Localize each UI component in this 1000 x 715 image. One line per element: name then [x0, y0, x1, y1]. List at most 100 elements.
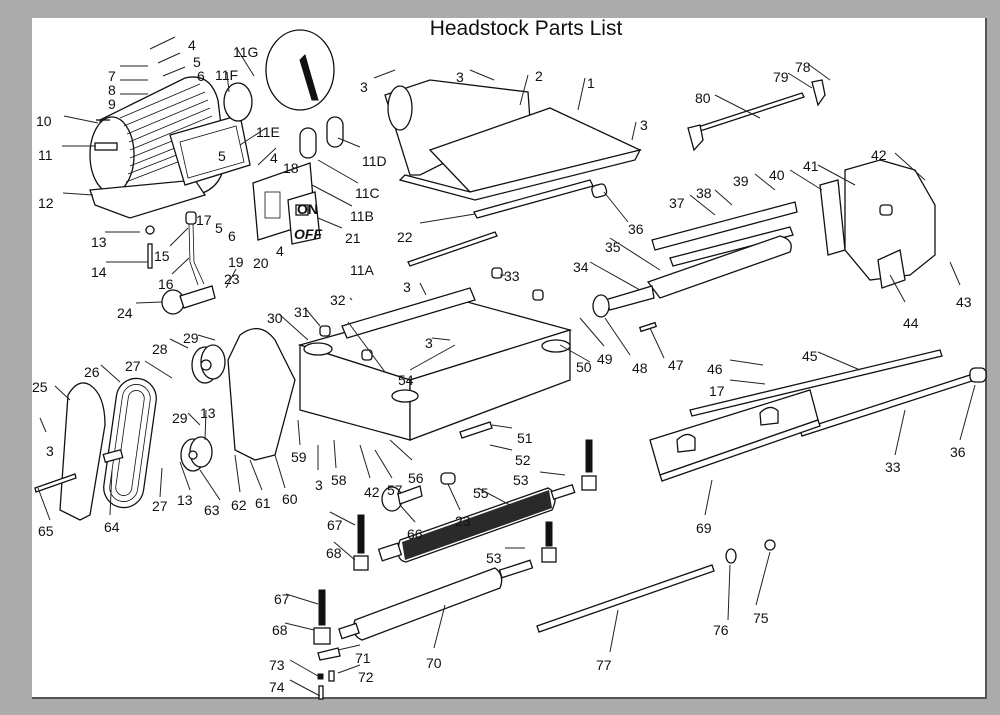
- part-callout-45: 45: [802, 348, 818, 364]
- block-lower-right: [541, 547, 557, 563]
- motor-shaft: [94, 142, 118, 151]
- motor-base: [89, 179, 207, 219]
- part-callout-3: 3: [403, 279, 411, 295]
- part-callout-64: 64: [104, 519, 120, 535]
- bushing-36: [591, 183, 608, 199]
- part-callout-5: 5: [215, 220, 223, 236]
- part-callout-57: 57: [387, 482, 403, 498]
- part-callout-25: 25: [32, 379, 48, 395]
- spring-67b: [318, 589, 326, 626]
- part-callout-69: 69: [696, 520, 712, 536]
- part-callout-3: 3: [640, 117, 648, 133]
- parts-drawing: ON OFF: [34, 29, 987, 700]
- junction-box: [169, 114, 251, 186]
- part-callout-30: 30: [267, 310, 283, 326]
- shaft-64: [102, 449, 124, 463]
- key-47: [638, 321, 658, 333]
- part-callout-55: 55: [473, 485, 489, 501]
- rail-37: [651, 201, 798, 251]
- part-callout-15: 15: [154, 248, 170, 264]
- part-callout-35: 35: [605, 239, 621, 255]
- block-upper-right: [581, 475, 597, 491]
- part-callout-3: 3: [360, 79, 368, 95]
- part-callout-11f: 11F: [215, 67, 238, 83]
- part-callout-73: 73: [269, 657, 285, 673]
- part-callout-62: 62: [231, 497, 247, 513]
- bushing-23: [440, 472, 456, 485]
- part-callout-11b: 11B: [350, 208, 374, 224]
- screw-72: [328, 670, 335, 682]
- part-callout-3: 3: [315, 477, 323, 493]
- part-callout-74: 74: [269, 679, 285, 695]
- part-callout-75: 75: [753, 610, 769, 626]
- part-callout-19: 19: [228, 254, 244, 270]
- part-callout-67: 67: [274, 591, 290, 607]
- part-callout-38: 38: [696, 185, 712, 201]
- part-callout-9: 9: [108, 96, 116, 112]
- bed-assembly: [649, 349, 987, 482]
- part-callout-17: 17: [196, 212, 212, 228]
- part-callout-13: 13: [91, 234, 107, 250]
- part-callout-5: 5: [218, 148, 226, 164]
- handwheel-24: [161, 289, 185, 315]
- shaft-rod: [407, 231, 498, 267]
- part-callout-39: 39: [733, 173, 749, 189]
- part-callout-26: 26: [84, 364, 100, 380]
- part-callout-36: 36: [950, 444, 966, 460]
- part-callout-11: 11: [38, 147, 53, 163]
- part-callout-36: 36: [628, 221, 644, 237]
- part-callout-16: 16: [158, 276, 174, 292]
- part-callout-1: 1: [587, 75, 595, 91]
- part-callout-3: 3: [425, 335, 433, 351]
- part-callout-78: 78: [795, 59, 811, 75]
- part-callout-61: 61: [255, 495, 271, 511]
- part-callout-33: 33: [504, 268, 520, 284]
- part-callout-29: 29: [172, 410, 188, 426]
- page-title: Headstock Parts List: [429, 17, 623, 40]
- part-callout-5: 5: [193, 54, 201, 70]
- part-callout-23: 23: [224, 271, 240, 287]
- part-callout-12: 12: [38, 195, 54, 211]
- part-callout-68: 68: [326, 545, 342, 561]
- dust-hood: [384, 79, 642, 201]
- lever-right: [811, 79, 826, 107]
- part-callout-79: 79: [773, 69, 789, 85]
- belts: [103, 377, 157, 509]
- spring-lower-right: [545, 521, 553, 547]
- power-switch: ON OFF: [287, 191, 322, 245]
- part-callout-47: 47: [668, 357, 684, 373]
- spring-upper-right: [585, 439, 593, 473]
- bearing-48: [592, 294, 610, 318]
- part-callout-58: 58: [331, 472, 347, 488]
- part-callout-18: 18: [283, 160, 299, 176]
- gear-cover-41: [844, 159, 936, 281]
- part-callout-11e: 11E: [256, 124, 280, 140]
- part-callout-54: 54: [398, 372, 414, 388]
- part-callout-11c: 11C: [355, 185, 380, 201]
- part-callout-65: 65: [38, 523, 54, 539]
- top-cover-32: [341, 287, 476, 339]
- part-callout-53: 53: [513, 472, 529, 488]
- part-callout-42: 42: [364, 484, 380, 500]
- part-callout-22: 22: [397, 229, 413, 245]
- feed-roller-55: [377, 483, 576, 563]
- part-callout-32: 32: [330, 292, 346, 308]
- switch-off-text: OFF: [294, 226, 322, 242]
- rail-39: [669, 226, 794, 267]
- part-callout-21: 21: [345, 230, 361, 246]
- part-callout-60: 60: [282, 491, 298, 507]
- motor-fan: [223, 82, 253, 122]
- belt-guard-arm: [227, 328, 296, 461]
- cover-plate-40: [819, 179, 846, 256]
- cutter-head: [646, 235, 792, 299]
- part-callout-27: 27: [152, 498, 168, 514]
- part-callout-4: 4: [276, 243, 284, 259]
- fan-cover: [265, 29, 335, 111]
- part-callout-42: 42: [871, 147, 887, 163]
- part-callout-56: 56: [408, 470, 424, 486]
- block-68a: [353, 555, 369, 571]
- capacitor-11d: [326, 116, 344, 148]
- part-callout-68: 68: [272, 622, 288, 638]
- part-callout-63: 63: [204, 502, 220, 518]
